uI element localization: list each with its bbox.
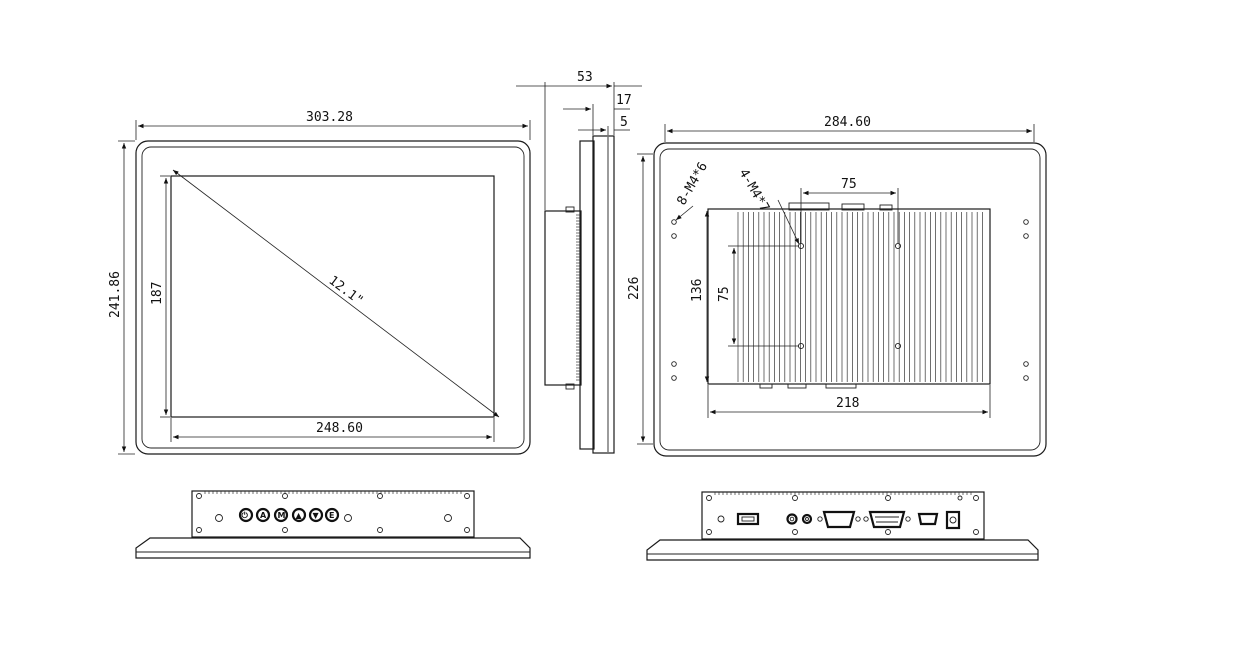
- side-frame: [579, 140, 595, 450]
- panel-holes: [671, 219, 1029, 381]
- dc-power-jack[interactable]: [945, 510, 961, 530]
- osd-button-m[interactable]: M: [273, 507, 289, 523]
- bottom-view-controls: ⏻ A M ▲ ▼ E: [135, 490, 531, 559]
- osd-button-down[interactable]: ▼: [308, 507, 324, 523]
- side-connector-bottom: [565, 383, 575, 390]
- button-a-label: A: [260, 511, 267, 520]
- side-fins: [576, 214, 580, 381]
- osd-button-a[interactable]: A: [255, 507, 271, 523]
- down-icon: ▼: [313, 511, 320, 520]
- vesa-holes: [797, 242, 902, 350]
- power-led: [717, 515, 725, 523]
- diagonal-dimension: [172, 169, 500, 418]
- side-jacks: [215, 514, 452, 522]
- front-width-label: 303.28: [306, 110, 353, 125]
- back-width-label: 284.60: [824, 115, 871, 130]
- view-width-label: 248.60: [316, 421, 363, 436]
- bottom-bezel-right: [646, 539, 1039, 561]
- osd-button-up[interactable]: ▲: [291, 507, 307, 523]
- bottom-vent-marks: [204, 491, 462, 494]
- dvi-port[interactable]: [863, 510, 911, 529]
- audio-jacks[interactable]: [786, 513, 813, 525]
- bottom-bezel: [135, 537, 531, 559]
- side-connector-top: [565, 206, 575, 213]
- button-e-label: E: [329, 511, 334, 520]
- screw-callout-b-label: 4-M4*7: [736, 167, 772, 215]
- diagonal-label: 12.1": [326, 273, 366, 309]
- front-view: 12.1" 303.28 241.86 187 248.60: [108, 110, 531, 455]
- bottom-vent-marks-right: [714, 492, 972, 495]
- front-screen: [170, 175, 495, 418]
- bottom-connectors: [759, 383, 857, 389]
- usb-port[interactable]: [736, 512, 760, 526]
- front-bezel: [135, 140, 531, 455]
- top-connectors: [788, 202, 893, 211]
- front-bezel-inner: [141, 146, 525, 449]
- screw-callout-a-leader: [675, 205, 694, 221]
- osd-button-e[interactable]: E: [324, 507, 340, 523]
- button-m-label: M: [278, 511, 286, 520]
- vesa-width-label: 75: [841, 177, 857, 192]
- side-panel: [592, 135, 615, 454]
- bottom-screws-right: [706, 495, 979, 535]
- heatsink-height-label: 136: [690, 279, 705, 302]
- vga-port[interactable]: [817, 510, 861, 529]
- front-height-label: 241.86: [108, 271, 123, 318]
- bottom-screws: [196, 493, 470, 533]
- heatsink-width-label: 218: [836, 396, 859, 411]
- back-view: 8-M4*6 4-M4*7 284.60 226 136 75 75 218: [627, 115, 1047, 457]
- osd-button-power[interactable]: ⏻: [238, 507, 254, 523]
- heatsink-fins: [737, 212, 983, 382]
- back-panel: [653, 142, 1047, 457]
- up-icon: ▲: [296, 511, 303, 520]
- hdmi-port[interactable]: [917, 512, 939, 526]
- back-panel-inner: [659, 148, 1041, 451]
- heatsink: [707, 208, 991, 385]
- view-height-label: 187: [150, 282, 165, 305]
- side-box: [544, 210, 582, 386]
- back-height-label: 226: [627, 277, 642, 300]
- bottom-box-right: [701, 491, 985, 540]
- screw-callout-a-label: 8-M4*6: [674, 160, 710, 208]
- side-view: 53 17 5: [516, 70, 642, 454]
- depth-label: 53: [577, 70, 593, 85]
- d5-label: 5: [620, 115, 628, 130]
- vesa-height-label: 75: [717, 286, 732, 302]
- screw-callout-b-leader: [777, 199, 800, 245]
- d17-label: 17: [616, 93, 632, 108]
- power-icon: ⏻: [242, 511, 249, 520]
- bottom-view-ports: [646, 491, 1039, 561]
